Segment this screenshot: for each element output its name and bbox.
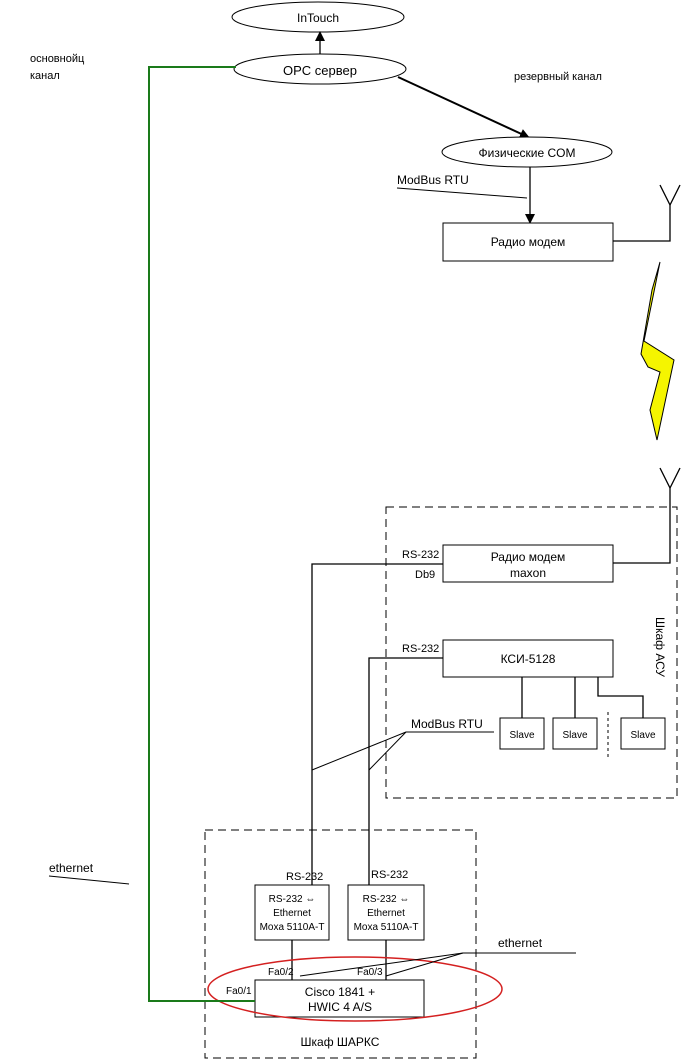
antenna-top-icon: [613, 184, 681, 242]
modbus-rtu-mid-leaders: [311, 731, 494, 771]
moxa-1-label-3: Moxa 5110A-T: [260, 922, 325, 933]
physical-com-node: Физические COM: [441, 136, 613, 168]
fa03-label: Fa0/3: [357, 967, 383, 978]
antenna-bottom-icon: [613, 467, 681, 564]
rs232-line-ksi: [368, 657, 443, 885]
ethernet-left-leader: [48, 875, 130, 885]
physical-com-label: Физические COM: [479, 146, 576, 160]
ksi-label: КСИ-5128: [501, 652, 556, 666]
fa01-label: Fa0/1: [226, 986, 252, 997]
moxa-1-label-2: Ethernet: [273, 908, 311, 919]
modbus-rtu-top-label: ModBus RTU: [397, 173, 469, 187]
slave-1-label: Slave: [509, 730, 534, 741]
cisco-highlight-ellipse: [207, 956, 503, 1022]
opc-server-node: OPC сервер: [233, 53, 407, 85]
ksi-slave-links: [521, 677, 644, 718]
reserve-channel-label: резервный канал: [514, 71, 602, 83]
ethernet-left-label: ethernet: [49, 861, 94, 875]
cisco-label-1: Cisco 1841 +: [305, 985, 375, 999]
slave-2-label: Slave: [562, 730, 587, 741]
rs232-line-maxon: [311, 563, 443, 885]
radio-modem-top-node: Радио модем: [442, 222, 614, 262]
ethernet-right-leaders: [299, 952, 576, 977]
rs232-ksi-label: RS-232: [402, 643, 439, 655]
ethernet-right-label: ethernet: [498, 936, 543, 950]
modbus-rtu-mid-label: ModBus RTU: [411, 717, 483, 731]
rs232-moxa1-label: RS-232: [286, 871, 323, 883]
main-channel-label-1: основнойц: [30, 53, 85, 65]
radio-modem-maxon-node: Радио модем maxon: [442, 544, 614, 583]
cabinet-sharks-label: Шкаф ШАРКС: [301, 1035, 380, 1049]
moxa-2-node: RS-232 ⇔ Ethernet Moxa 5110A-T: [347, 884, 425, 941]
reserve-channel-arrow: [397, 76, 530, 139]
lightning-icon: [640, 261, 675, 441]
radio-modem-maxon-label-2: maxon: [510, 566, 546, 580]
opc-server-label: OPC сервер: [283, 63, 357, 78]
moxa-2-label-3: Moxa 5110A-T: [354, 922, 419, 933]
fa02-label: Fa0/2: [268, 967, 294, 978]
cisco-label-2: HWIC 4 A/S: [308, 1000, 372, 1014]
modbus-rtu-top-leader: [396, 187, 528, 199]
cabinet-sharks-border: [204, 829, 477, 1059]
radio-modem-maxon-label-1: Радио модем: [491, 550, 566, 564]
radio-modem-top-label: Радио модем: [491, 235, 566, 249]
cabinet-asu-border: [385, 506, 678, 799]
slave-3-node: Slave: [620, 717, 666, 750]
moxa-2-label-2: Ethernet: [367, 908, 405, 919]
rs232-maxon-label: RS-232: [402, 549, 439, 561]
intouch-label: InTouch: [297, 11, 339, 25]
slave-1-node: Slave: [499, 717, 545, 750]
slave-2-node: Slave: [552, 717, 598, 750]
db9-label: Db9: [415, 569, 435, 581]
main-channel-label-2: канал: [30, 70, 60, 82]
ksi-node: КСИ-5128: [442, 639, 614, 678]
cisco-node: Cisco 1841 + HWIC 4 A/S: [254, 979, 425, 1018]
cabinet-asu-label: Шкаф АСУ: [653, 617, 667, 677]
main-channel-line: [148, 66, 255, 1002]
moxa-2-label-1: RS-232 ⇔: [363, 894, 410, 905]
moxa-1-label-1: RS-232 ⇔: [269, 894, 316, 905]
rs232-moxa2-label: RS-232: [371, 869, 408, 881]
intouch-node: InTouch: [231, 1, 405, 33]
moxa-1-node: RS-232 ⇔ Ethernet Moxa 5110A-T: [254, 884, 330, 941]
slave-3-label: Slave: [630, 730, 655, 741]
